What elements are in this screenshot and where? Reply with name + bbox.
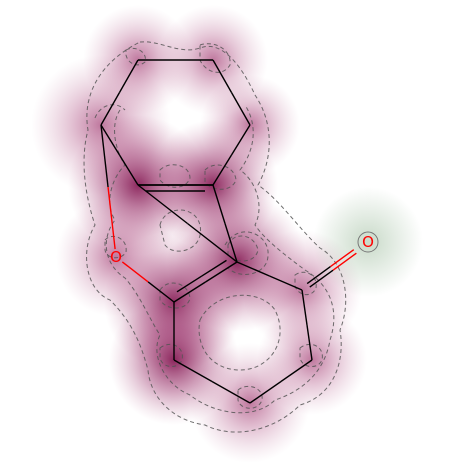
bond-a7-a9-b xyxy=(269,275,303,291)
bond-o1-a8-b xyxy=(147,281,175,303)
atom-label-o2: O xyxy=(362,233,374,251)
bond-a11-a12-b xyxy=(173,359,213,383)
contour-line-15 xyxy=(159,344,183,367)
bond-a8-a7-inner-a xyxy=(176,275,203,293)
contour-line-14 xyxy=(237,385,263,409)
bond-a11-a12-a xyxy=(211,380,251,404)
contour-line-10 xyxy=(159,164,191,188)
contour-line-0 xyxy=(83,41,347,433)
contour-line-12 xyxy=(294,271,317,295)
contour-line-3 xyxy=(199,43,231,73)
bond-a4-a7-b xyxy=(224,223,238,263)
contour-line-6 xyxy=(198,294,281,371)
bond-a6-o1-a xyxy=(100,124,109,188)
bond-a5-a6-b xyxy=(100,124,121,156)
bond-a9-a10-a xyxy=(301,289,308,326)
bond-a9-o2-1-a xyxy=(306,266,331,285)
bond-a8-a7-a xyxy=(173,281,206,303)
bond-a9-o2-2-b xyxy=(332,252,357,271)
bond-a10-a11-b xyxy=(249,380,282,404)
contour-line-4 xyxy=(125,47,146,66)
bond-a9-o2-2-a xyxy=(309,269,334,288)
bond-o1-a8-a xyxy=(121,261,149,283)
atom-labels: OO xyxy=(110,233,374,266)
bond-a8-a7-inner-b xyxy=(201,259,227,277)
contour-line-1 xyxy=(105,104,335,414)
bond-a5-a7-b xyxy=(187,222,238,263)
atom-label-o1: O xyxy=(110,248,122,266)
bond-a3-a4-b xyxy=(212,154,233,186)
bond-a6-a1-b xyxy=(118,59,139,93)
bond-a5-a6-a xyxy=(118,154,139,186)
bond-a7-a9-a xyxy=(236,261,270,277)
bond-a9-o2-1-b xyxy=(330,249,355,268)
bond-a2-a3-b xyxy=(230,92,251,126)
contour-line-5 xyxy=(159,209,201,252)
bond-a10-a11-a xyxy=(280,359,313,383)
bond-a4-a7-a xyxy=(212,184,226,224)
contour-line-2 xyxy=(94,104,126,119)
bond-a2-a3-a xyxy=(212,59,233,93)
bond-a8-a7-b xyxy=(205,261,238,283)
heat-blob-o2 xyxy=(313,187,423,297)
bond-lines xyxy=(100,59,357,404)
bond-a9-a10-b xyxy=(306,324,313,361)
bond-a6-a1-a xyxy=(100,92,121,126)
contour-ring-o2 xyxy=(357,231,379,253)
bond-a3-a4-a xyxy=(230,124,251,156)
bond-a6-o1-b xyxy=(107,186,116,250)
